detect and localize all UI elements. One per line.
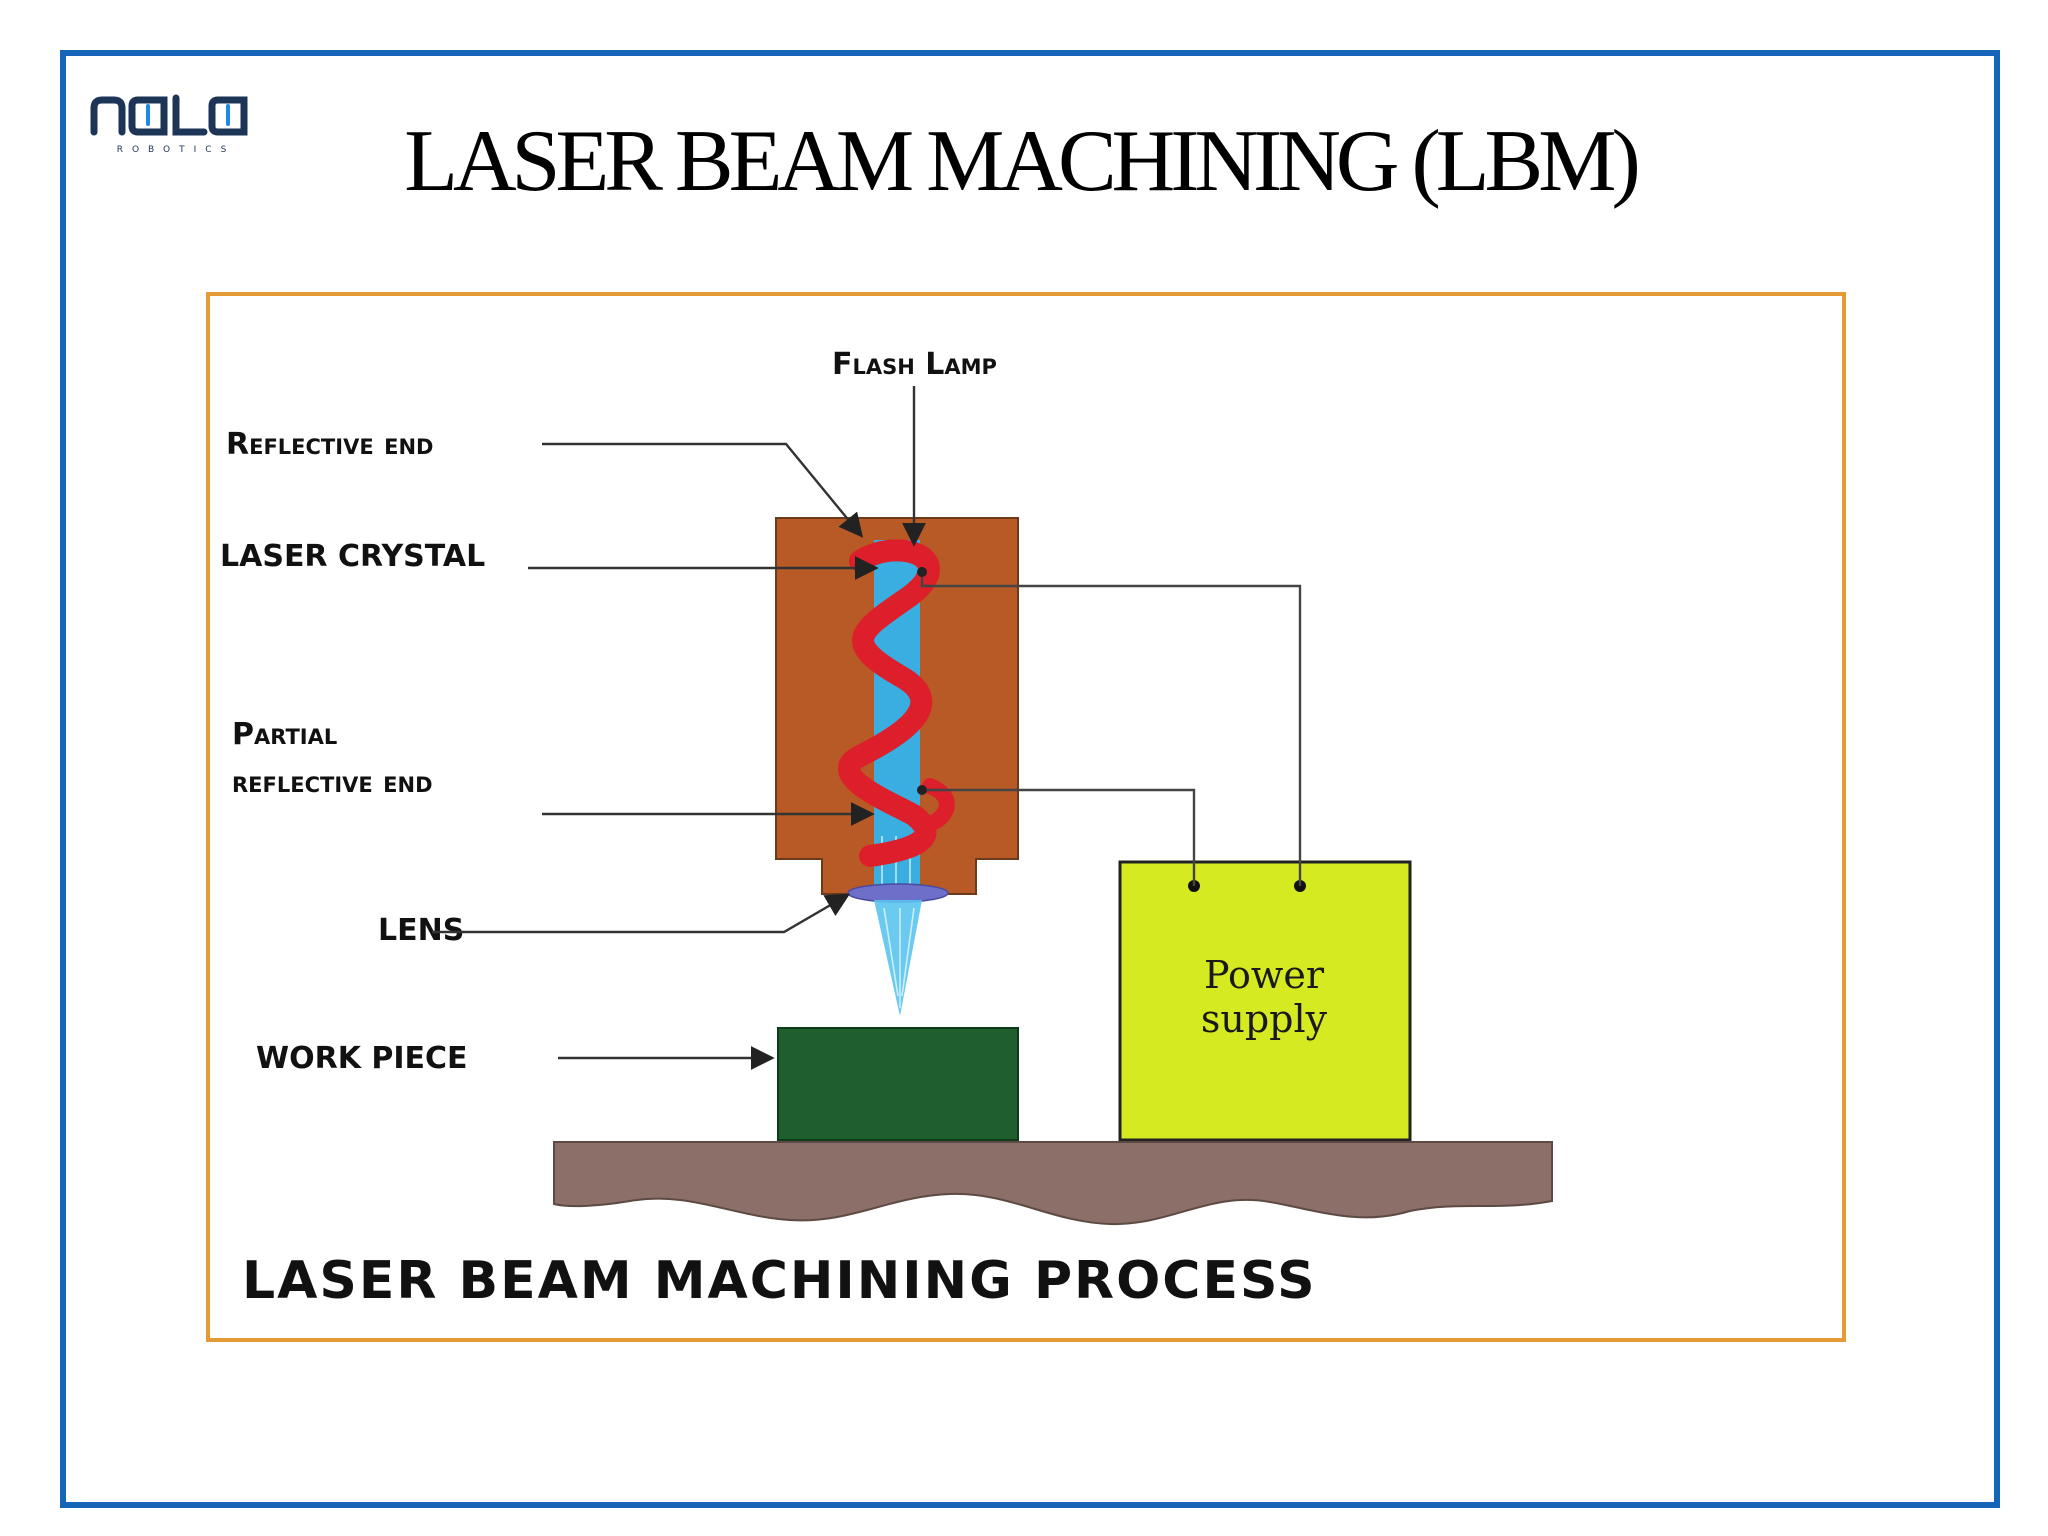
label-lens: LENS	[378, 913, 464, 948]
label-reflective-end: Reflective end	[226, 427, 433, 462]
logo-subtext: ROBOTICS	[117, 145, 236, 155]
label-work-piece: WORK PIECE	[256, 1041, 468, 1076]
lbm-diagram: Power supply Flash Lamp Reflective end L…	[220, 347, 1553, 1311]
diagram-frame: Power supply Flash Lamp Reflective end L…	[206, 292, 1846, 1342]
lens	[847, 883, 949, 903]
slide-frame	[60, 50, 2000, 1508]
label-laser-crystal: LASER CRYSTAL	[220, 539, 485, 574]
diagram-caption: LASER BEAM MACHINING PROCESS	[242, 1251, 1317, 1311]
label-flash-lamp: Flash Lamp	[832, 347, 997, 382]
power-supply	[1118, 860, 1412, 1142]
laser-beam	[874, 900, 922, 1016]
machine-base	[553, 1141, 1553, 1226]
power-supply-label-line2: supply	[1201, 997, 1328, 1041]
power-supply-label-line1: Power	[1204, 953, 1325, 997]
power-wire-bottom	[922, 788, 1196, 886]
leader-lens	[432, 893, 851, 934]
power-wire-top	[920, 572, 1302, 886]
work-piece	[777, 1027, 1019, 1141]
page-title: LASER BEAM MACHINING (LBM)	[404, 113, 1641, 210]
leader-reflective-end	[542, 442, 864, 538]
label-partial-line1: Partial	[232, 717, 337, 752]
label-partial-line2: reflective end	[232, 765, 433, 800]
nala-robotics-logo: ROBOTICS	[88, 92, 268, 162]
flash-lamp-helix	[838, 539, 940, 867]
